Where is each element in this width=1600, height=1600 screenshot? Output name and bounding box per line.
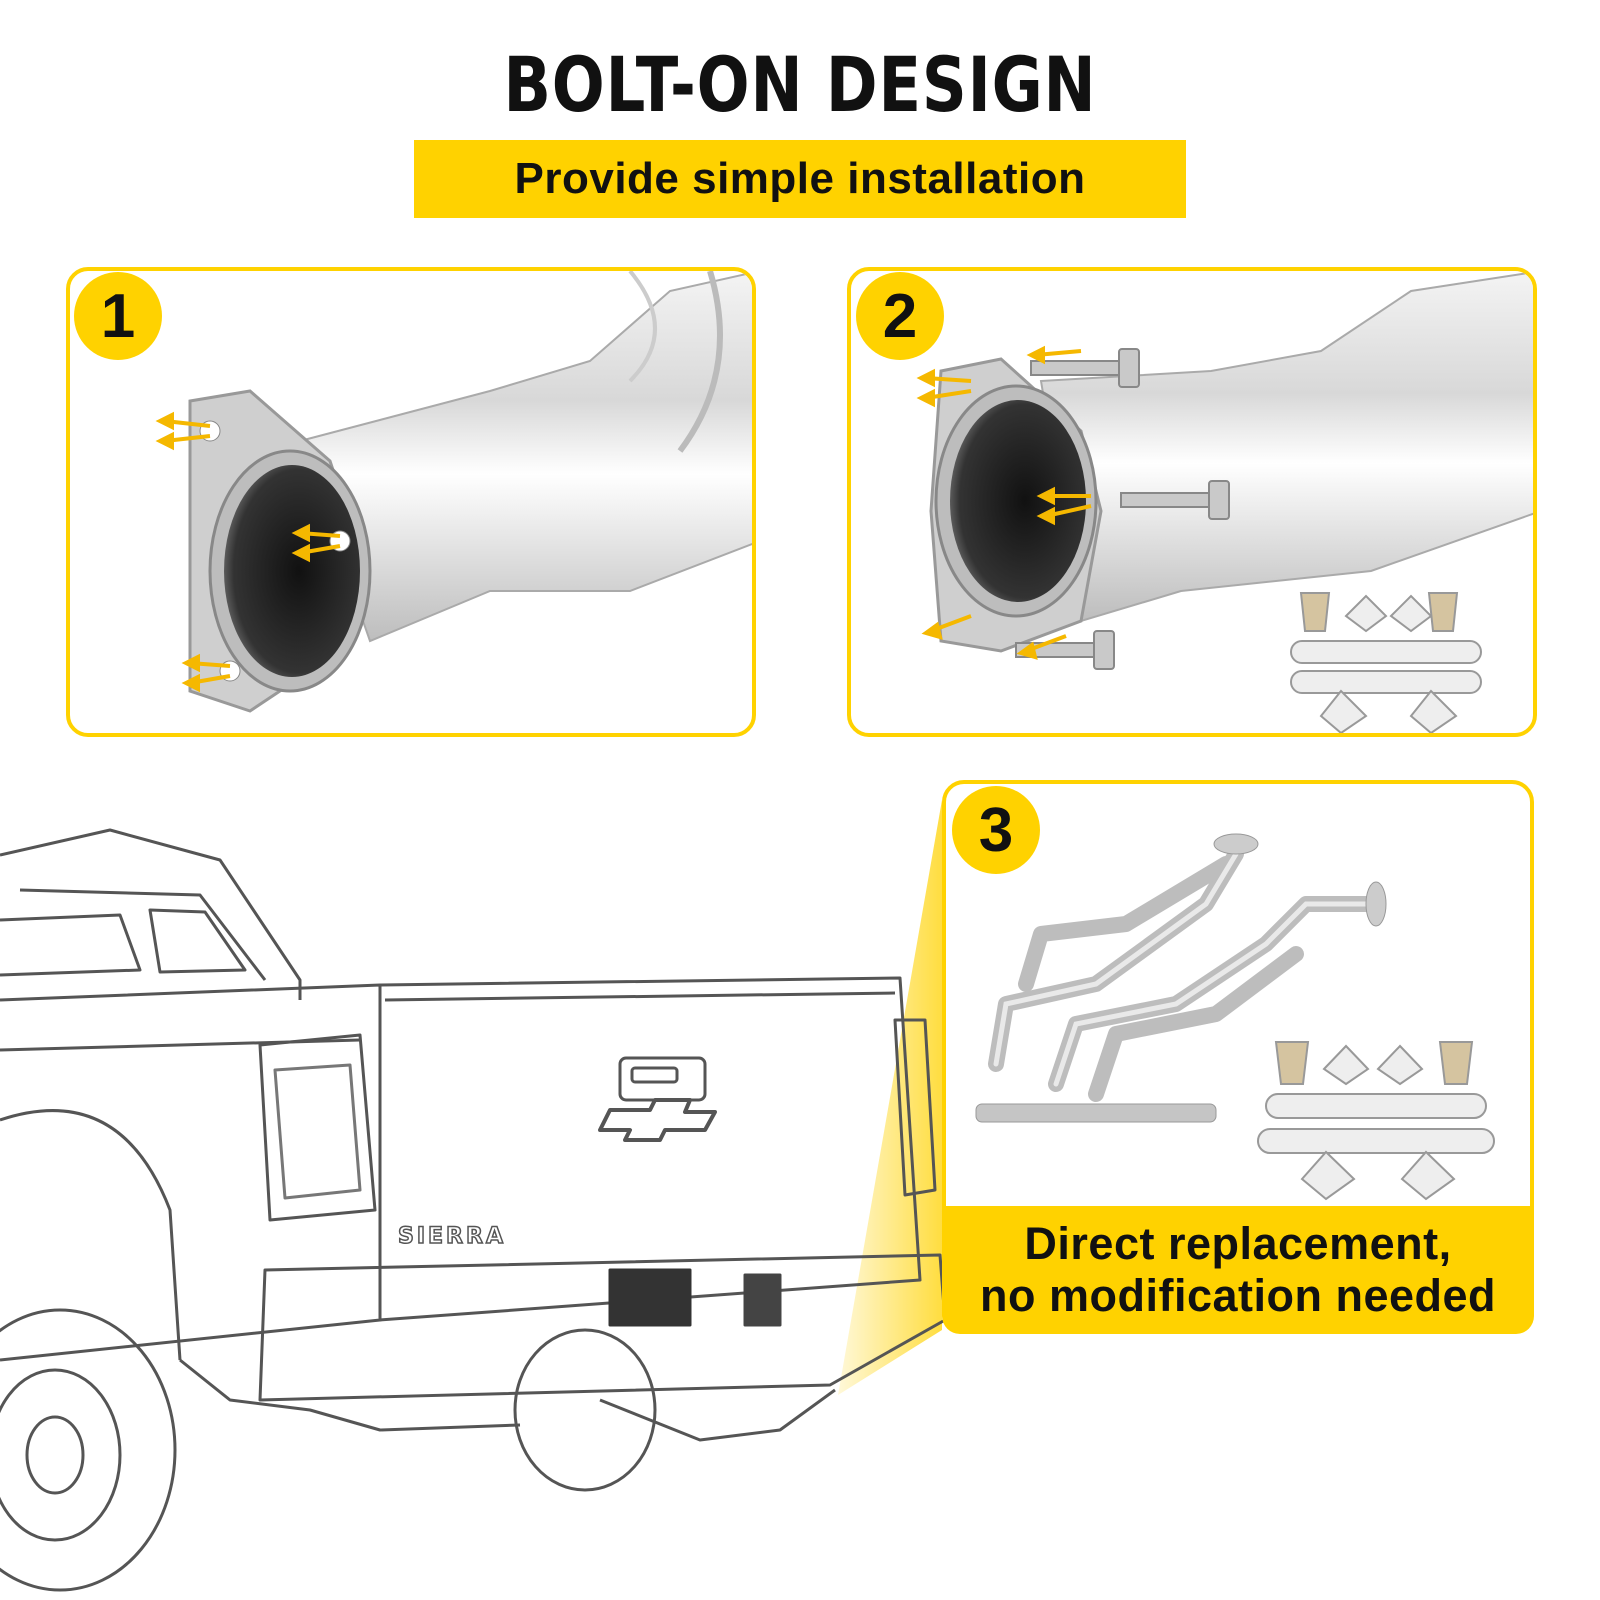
- caption-line-2: no modification needed: [979, 1270, 1497, 1321]
- step-3-caption: Direct replacement, no modification need…: [942, 1206, 1534, 1334]
- flange-with-bolts-image: [916, 271, 1533, 733]
- step-1-badge: 1: [74, 272, 162, 360]
- headers-set-image: [975, 833, 1495, 1201]
- header-pipe-flange-image: [155, 271, 752, 713]
- step-2-badge: 2: [856, 272, 944, 360]
- step-1-panel: [66, 267, 756, 737]
- bolt-insert-arrows: [916, 345, 1092, 660]
- subtitle-text: Provide simple installation: [514, 154, 1086, 203]
- truck-illustration: SIERRA: [0, 828, 947, 1592]
- page-title: BOLT-ON DESIGN: [503, 40, 1097, 129]
- subtitle-banner: Provide simple installation: [414, 140, 1186, 218]
- step-2-panel: [847, 267, 1537, 737]
- gasket-kit: [1290, 592, 1482, 733]
- gasket-kit-3: [1257, 1041, 1495, 1201]
- sierra-badge: SIERRA: [398, 1224, 506, 1249]
- caption-line-1: Direct replacement,: [1024, 1218, 1452, 1269]
- bolt-hole-arrows: [155, 411, 341, 693]
- step-3-badge: 3: [952, 786, 1040, 874]
